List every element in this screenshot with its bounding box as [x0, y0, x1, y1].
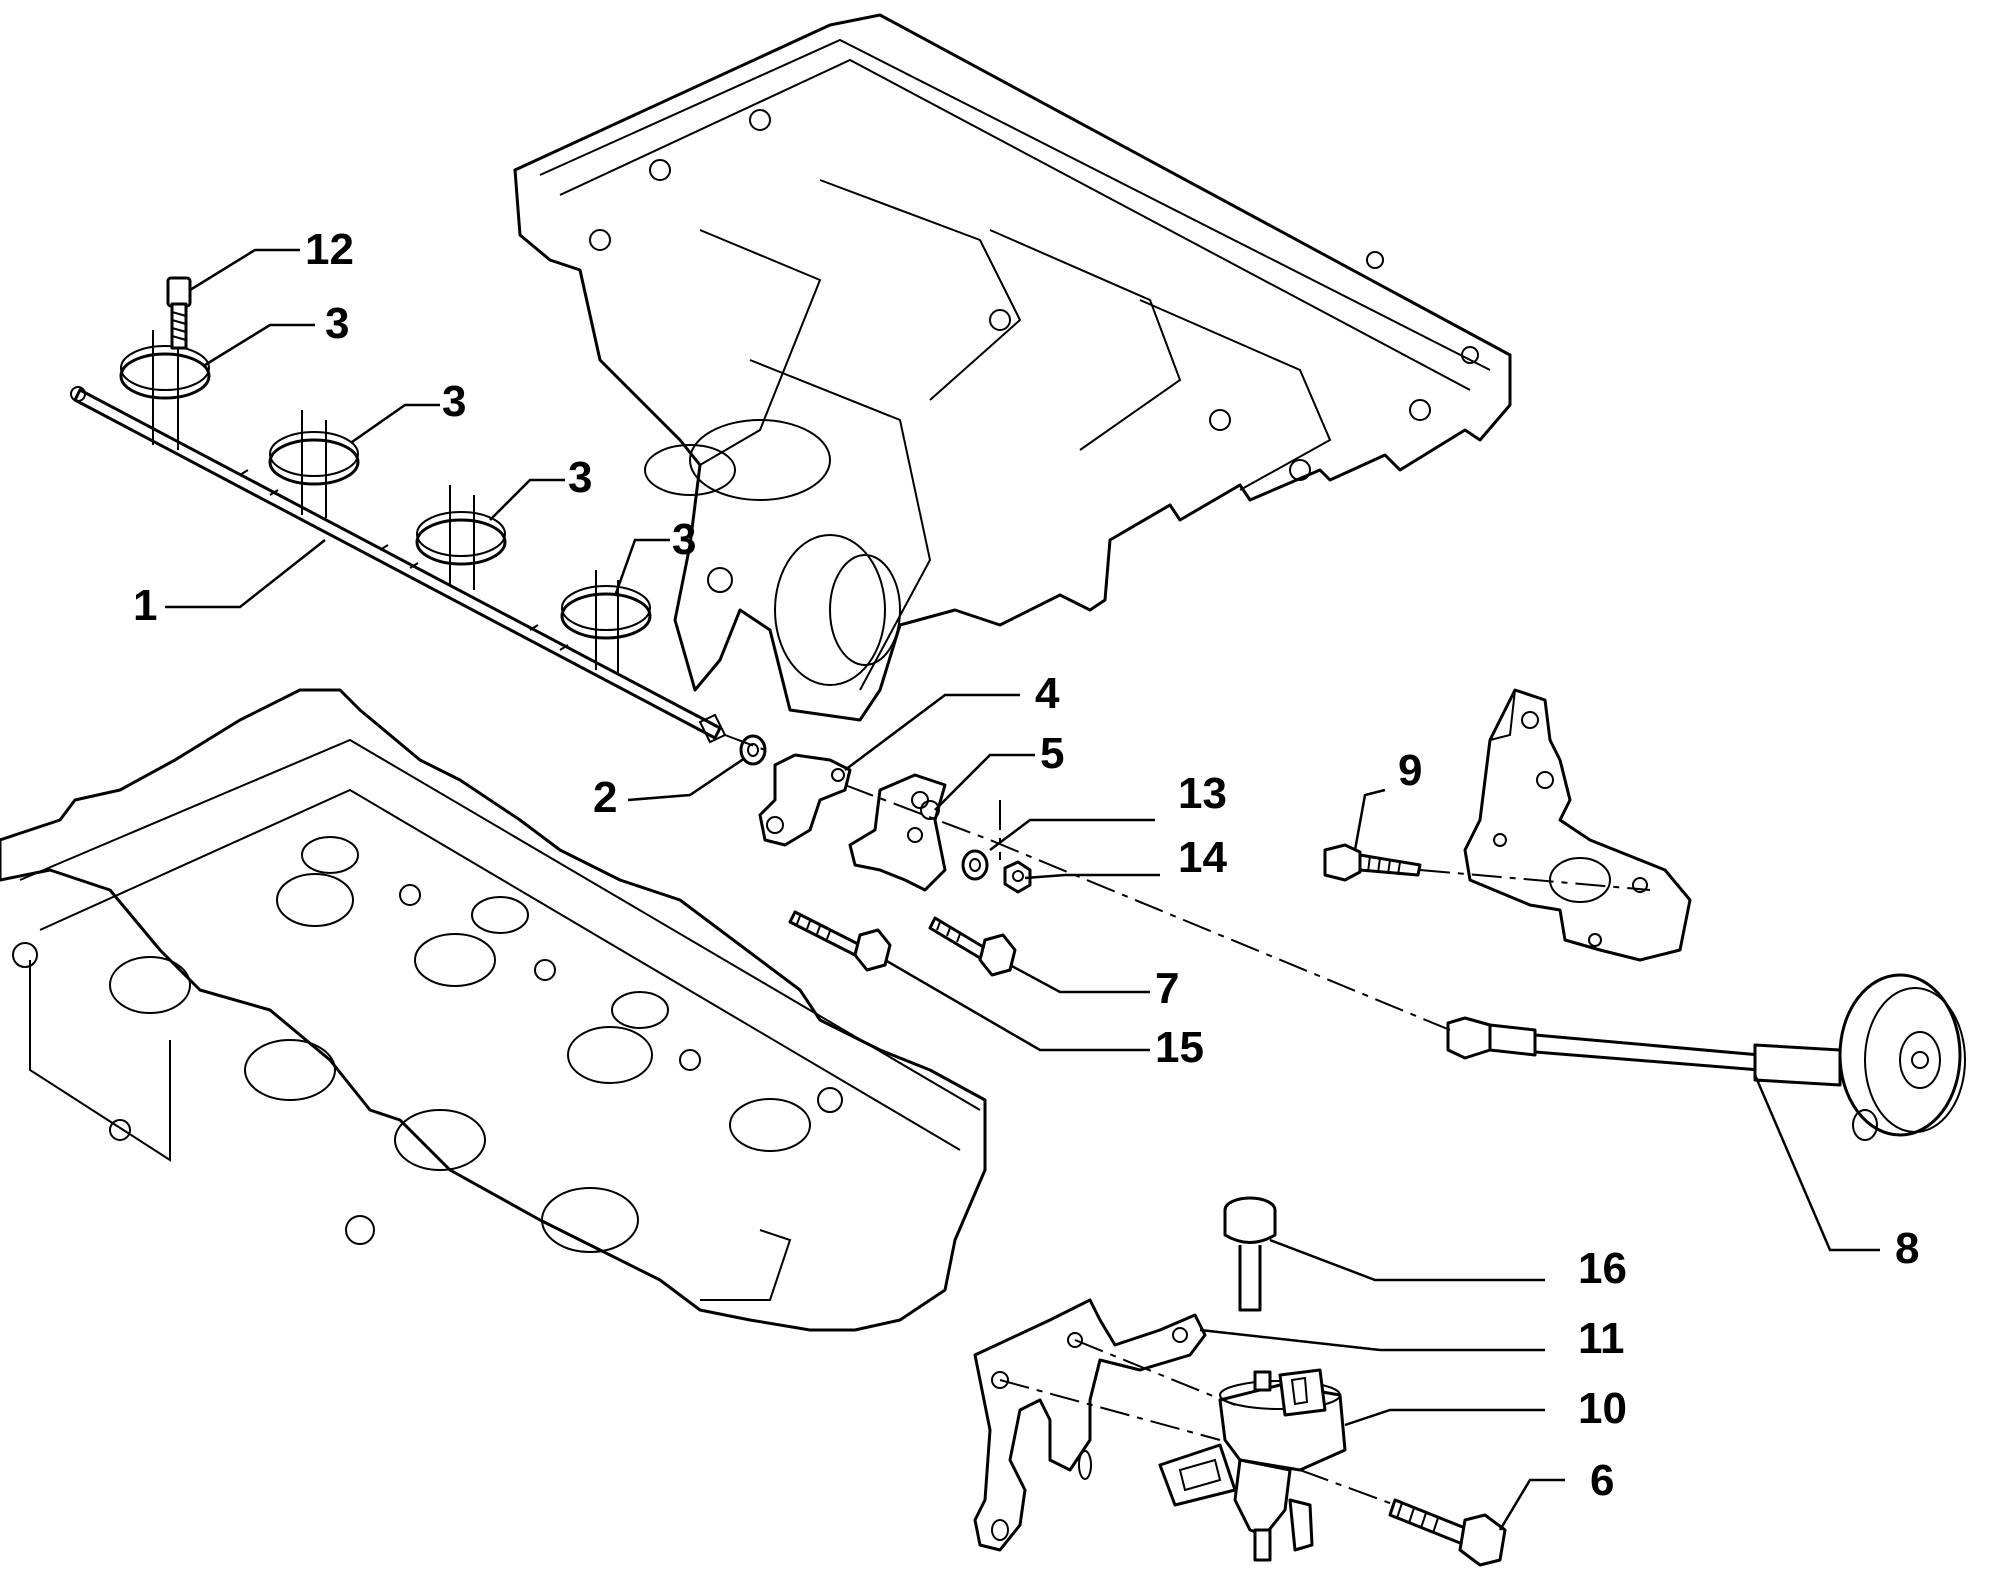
throttle-shaft	[70, 386, 727, 744]
callout-8: 8	[1895, 1224, 1919, 1273]
vacuum-actuator-8	[1446, 973, 1966, 1141]
assembly-lines	[724, 734, 1651, 1506]
callout-3: 3	[325, 299, 349, 348]
bracket-11	[973, 1298, 1207, 1552]
valve-disc-1	[119, 330, 211, 450]
valve-disc-2	[268, 410, 360, 518]
callout-11: 11	[1578, 1314, 1625, 1363]
leader-lines	[165, 248, 1880, 1531]
bolt-6	[1388, 1498, 1507, 1567]
bracket-plate-5	[848, 773, 947, 892]
bolt-15	[788, 910, 892, 972]
cap-16	[1223, 1196, 1277, 1312]
bolt-7	[928, 916, 1017, 977]
washer-13	[961, 849, 989, 881]
callout-3: 3	[672, 515, 696, 564]
nut-14	[1003, 860, 1032, 894]
callout-9: 9	[1398, 746, 1422, 795]
callout-12: 12	[305, 225, 354, 274]
washer-2	[739, 734, 767, 766]
screw-9	[1323, 843, 1422, 882]
callout-7: 7	[1155, 964, 1179, 1013]
callout-15: 15	[1155, 1023, 1204, 1072]
valve-disc-3	[415, 485, 507, 590]
callout-6: 6	[1590, 1456, 1614, 1505]
cylinder-head	[0, 688, 987, 1332]
callout-4: 4	[1035, 669, 1060, 718]
callout-5: 5	[1040, 729, 1064, 778]
valve-disc-4	[560, 570, 652, 675]
callout-1: 1	[133, 581, 157, 630]
callout-3: 3	[568, 453, 592, 502]
callout-16: 16	[1578, 1244, 1627, 1293]
lever-4	[758, 753, 852, 847]
actuator-bracket	[1463, 688, 1692, 962]
callout-14: 14	[1178, 833, 1227, 882]
callout-3: 3	[442, 377, 466, 426]
callout-2: 2	[593, 773, 617, 822]
callout-13: 13	[1178, 769, 1227, 818]
callout-10: 10	[1578, 1384, 1627, 1433]
intake-manifold	[513, 13, 1512, 722]
callout-labels: 12 3 3 3 3 1 2 4 5 13 14 9 7 15 8 16 11 …	[133, 225, 1919, 1505]
screw-12	[166, 276, 192, 350]
solenoid-valve-10	[1158, 1368, 1347, 1562]
